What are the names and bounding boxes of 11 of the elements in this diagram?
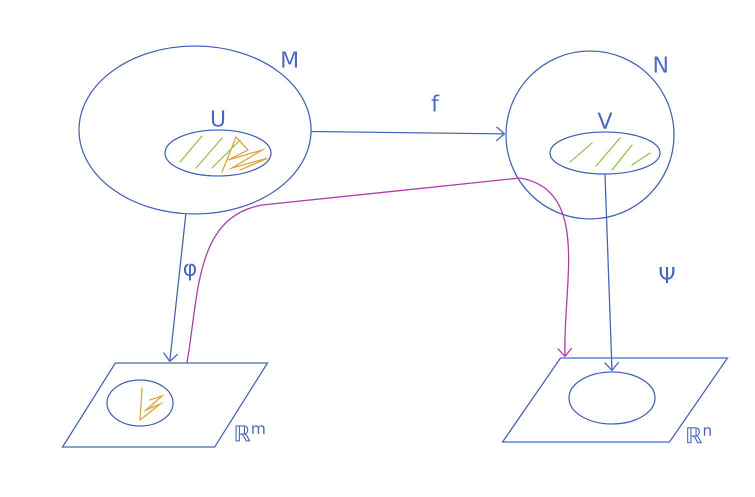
edge-label: φ [182, 262, 198, 282]
arrow [311, 126, 506, 142]
node-label: V [598, 112, 612, 129]
edge-label: Ψ [657, 266, 677, 284]
arrow [186, 177, 572, 363]
image-ellipse [568, 371, 656, 425]
image-ellipse [106, 379, 174, 427]
arrow [604, 174, 620, 372]
edge-label: f [430, 94, 440, 112]
node-label: U [212, 110, 224, 127]
arrow [163, 214, 186, 362]
